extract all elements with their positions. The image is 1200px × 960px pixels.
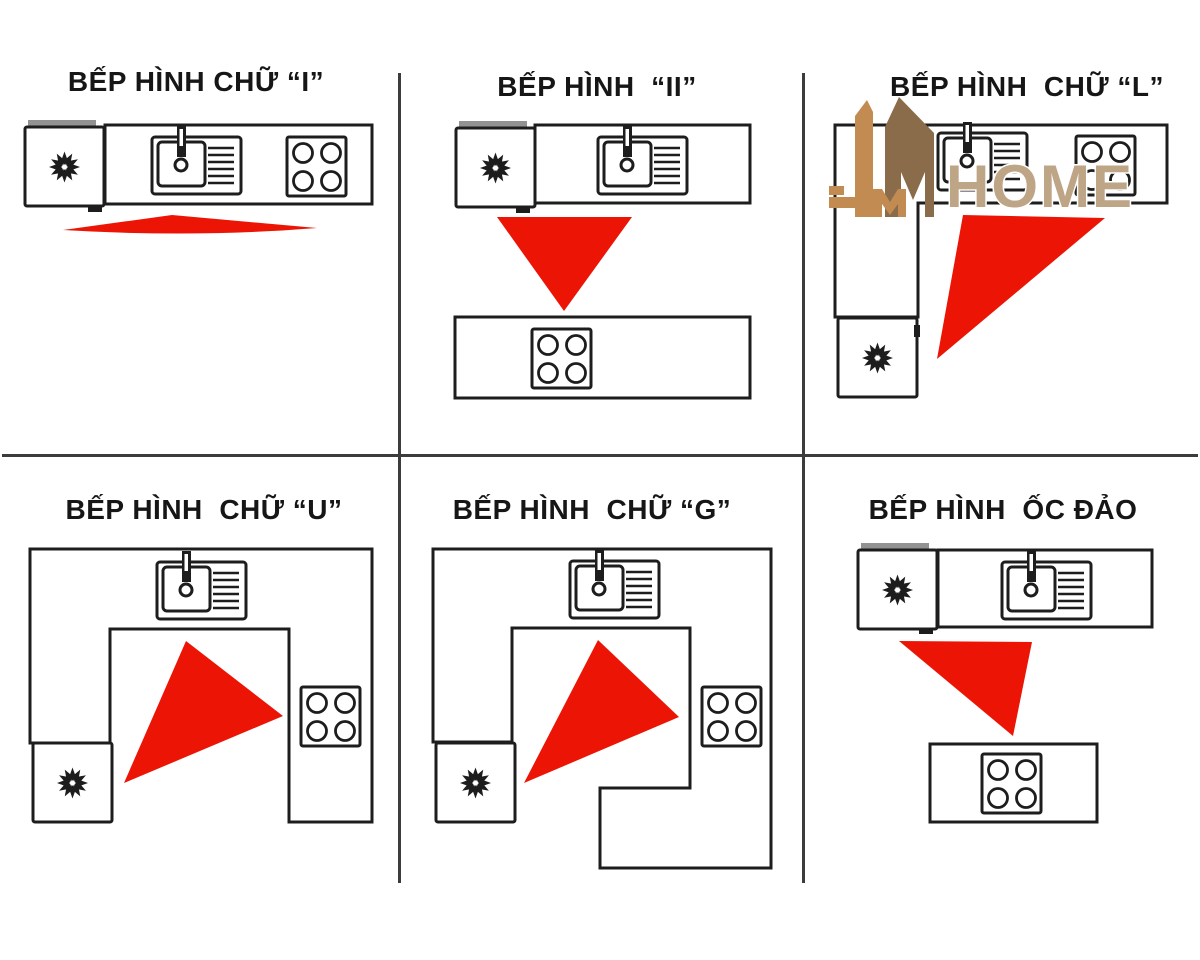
fridge-top-shadow [861, 543, 929, 550]
fridge-foot [919, 628, 933, 634]
fridge-foot [88, 206, 102, 212]
sink-basin-faucet-icon [596, 124, 689, 196]
four-burner-stove-icon [700, 685, 763, 748]
four-burner-stove-icon [530, 327, 593, 390]
logo-m-building [885, 97, 934, 217]
panel-title-u: BẾP HÌNH CHỮ “U” [65, 494, 343, 525]
panel-ii-kitchen-plan [453, 121, 752, 400]
red-work-triangle [899, 641, 1032, 736]
fridge-foot [516, 207, 530, 213]
snowflake-icon [33, 743, 112, 822]
snowflake-icon [858, 550, 937, 629]
panel-island-kitchen-plan [858, 543, 1154, 824]
panel-title-island: BẾP HÌNH ỐC ĐẢO [868, 494, 1138, 525]
red-work-triangle [937, 215, 1105, 359]
panel-title-i: BẾP HÌNH CHỮ “I” [67, 66, 325, 97]
panel-g-kitchen-plan [431, 547, 773, 870]
red-work-triangle [63, 215, 317, 234]
red-work-triangle [124, 641, 283, 783]
counter-run-bottom [453, 315, 752, 400]
panel-u-kitchen-plan [28, 547, 374, 824]
logo-home-text: HOME [946, 153, 1134, 220]
sink-basin-faucet-icon [155, 549, 248, 621]
panel-title-g: BẾP HÌNH CHỮ “G” [452, 494, 732, 525]
four-burner-stove-icon [299, 685, 362, 748]
sink-basin-faucet-icon [150, 124, 243, 196]
four-burner-stove-icon [980, 752, 1043, 815]
snowflake-icon [25, 127, 104, 206]
red-work-triangle [497, 217, 632, 311]
fridge-top-shadow [28, 120, 96, 127]
panel-title-ii: BẾP HÌNH “II” [497, 71, 697, 102]
fridge-foot [914, 325, 920, 337]
snowflake-icon [456, 128, 535, 207]
red-work-triangle [524, 640, 679, 783]
logo-j-hook [829, 186, 844, 195]
snowflake-icon [838, 318, 917, 397]
sink-basin-faucet-icon [568, 548, 661, 620]
jm-home-logo: HOME [829, 97, 1134, 222]
snowflake-icon [436, 743, 515, 822]
panel-grid-dividers [2, 73, 1198, 883]
fridge-top-shadow [459, 121, 527, 128]
sink-basin-faucet-icon [1000, 549, 1093, 621]
logo-m-letter [873, 189, 906, 217]
logo-j-foot [829, 197, 877, 208]
four-burner-stove-icon [285, 135, 348, 198]
panel-i-kitchen-plan [25, 120, 374, 234]
logo-j-tower [855, 100, 873, 217]
panel-title-l: BẾP HÌNH CHỮ “L” [890, 71, 1164, 102]
